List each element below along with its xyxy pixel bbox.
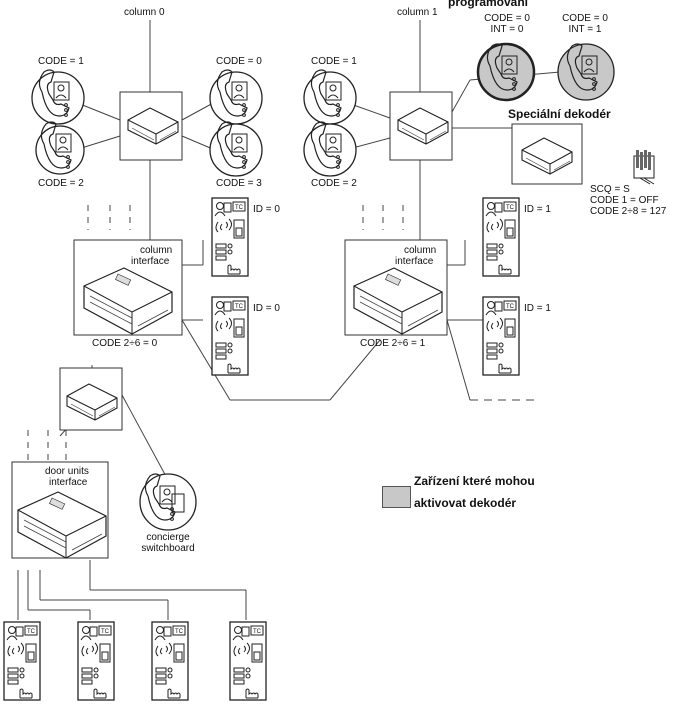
column-0-label: column 0	[124, 7, 165, 18]
panel-tag: TC	[506, 205, 514, 211]
concierge-label-line1: concierge	[146, 532, 190, 543]
phone-code-label: CODE = 0	[216, 56, 262, 67]
panel-tag: TC	[27, 629, 35, 635]
legend-text-line1: Zařízení které mohou	[414, 474, 535, 488]
grey-phone-b-int: INT = 1	[568, 24, 602, 35]
panel-tag: TC	[235, 304, 243, 310]
door-id-label: ID = 1	[524, 303, 551, 314]
column-0-code: CODE 2÷6 = 0	[92, 338, 158, 349]
phone-icon	[557, 43, 615, 101]
panel-tag: TC	[253, 629, 261, 635]
decoder-setting-code2-8: CODE 2÷8 = 127	[590, 206, 667, 217]
column-1-code: CODE 2÷6 = 1	[360, 338, 426, 349]
dip-switch-icon	[633, 150, 655, 185]
phone-icon	[35, 121, 85, 175]
column-interface-label-line2: interface	[131, 256, 170, 267]
phone-icon	[476, 42, 536, 102]
panel-tag: TC	[235, 205, 243, 211]
panel-tag: TC	[101, 629, 109, 635]
panel-tag: TC	[175, 629, 183, 635]
legend-text-line2: aktivovat dekodér	[414, 496, 517, 510]
phone-code-label: CODE = 2	[38, 178, 84, 189]
grey-phone-b-code: CODE = 0	[562, 13, 608, 24]
column-interface-label-line2: interface	[395, 256, 434, 267]
phone-code-label: CODE = 1	[38, 56, 84, 67]
phone-code-label: CODE = 3	[216, 178, 262, 189]
phone-icon	[303, 69, 357, 125]
grey-phone-a-int: INT = 0	[490, 24, 524, 35]
special-decoder-title: Speciální dekodér	[508, 107, 611, 121]
column-interface-label-line1: column	[404, 245, 437, 256]
door-id-label: ID = 0	[253, 303, 280, 314]
concierge-label-line2: switchboard	[141, 543, 195, 554]
wires-column-1	[344, 20, 561, 401]
concierge-switchboard-icon	[139, 473, 197, 531]
phone-code-label: CODE = 2	[311, 178, 357, 189]
door-id-label: ID = 0	[253, 204, 280, 215]
column-1-label: column 1	[397, 7, 438, 18]
legend-swatch	[382, 486, 411, 508]
decoder-setting-code1: CODE 1 = OFF	[590, 195, 659, 206]
door-id-label: ID = 1	[524, 204, 551, 215]
decoder-setting-scq: SCQ = S	[590, 184, 630, 195]
door-units-interface-line2: interface	[49, 477, 88, 488]
phone-code-label: CODE = 1	[311, 56, 357, 67]
phone-icon	[209, 69, 263, 125]
column-interface-label-line1: column	[140, 245, 173, 256]
programmed-title: programování	[448, 0, 529, 9]
panel-tag: TC	[506, 304, 514, 310]
phone-icon	[303, 121, 357, 177]
phone-icon	[31, 69, 85, 125]
phone-icon	[209, 121, 263, 177]
door-units-interface-line1: door units	[45, 466, 89, 477]
grey-phone-a-code: CODE = 0	[484, 13, 530, 24]
